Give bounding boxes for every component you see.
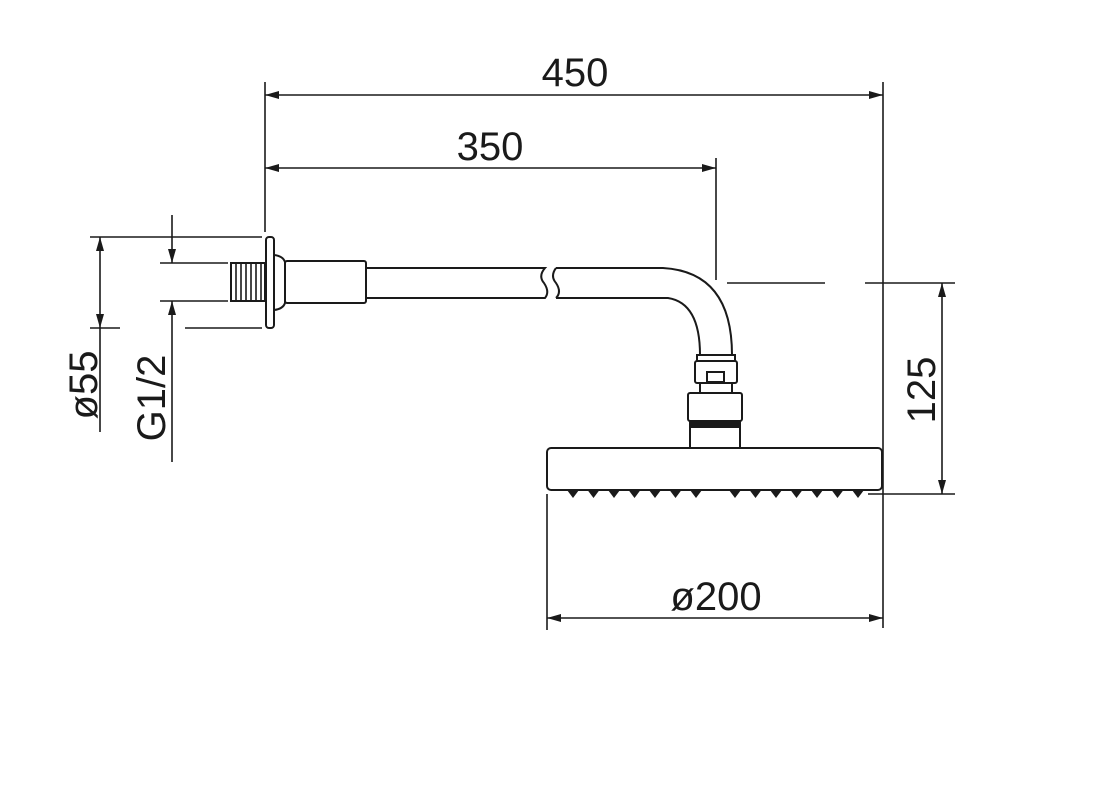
flange (265, 236, 275, 329)
escutcheon-tube (284, 260, 367, 304)
nozzles (567, 490, 864, 498)
dim-200-label: ø200 (670, 575, 761, 619)
nozzle (567, 490, 579, 498)
wall-connector (230, 236, 367, 329)
dimension-lines (96, 91, 946, 622)
nozzle (587, 490, 600, 498)
dim-55-label: ø55 (62, 351, 106, 420)
shower-head (546, 447, 883, 498)
nozzle (831, 490, 844, 498)
nozzle (649, 490, 661, 498)
nozzle (749, 490, 762, 498)
nozzle (790, 490, 803, 498)
nozzle (690, 490, 702, 498)
nozzle (628, 490, 641, 498)
nozzle (811, 490, 823, 498)
shower-arm (366, 267, 733, 356)
nozzle (852, 490, 864, 498)
dim-350-label: 350 (457, 125, 524, 169)
dim-g12-label: G1/2 (130, 355, 174, 442)
ball-joint (687, 354, 743, 449)
nozzle (729, 490, 741, 498)
dim-125-label: 125 (900, 357, 944, 424)
nozzle (770, 490, 782, 498)
nozzle (608, 490, 620, 498)
nozzle (669, 490, 682, 498)
dim-450-label: 450 (542, 51, 609, 95)
